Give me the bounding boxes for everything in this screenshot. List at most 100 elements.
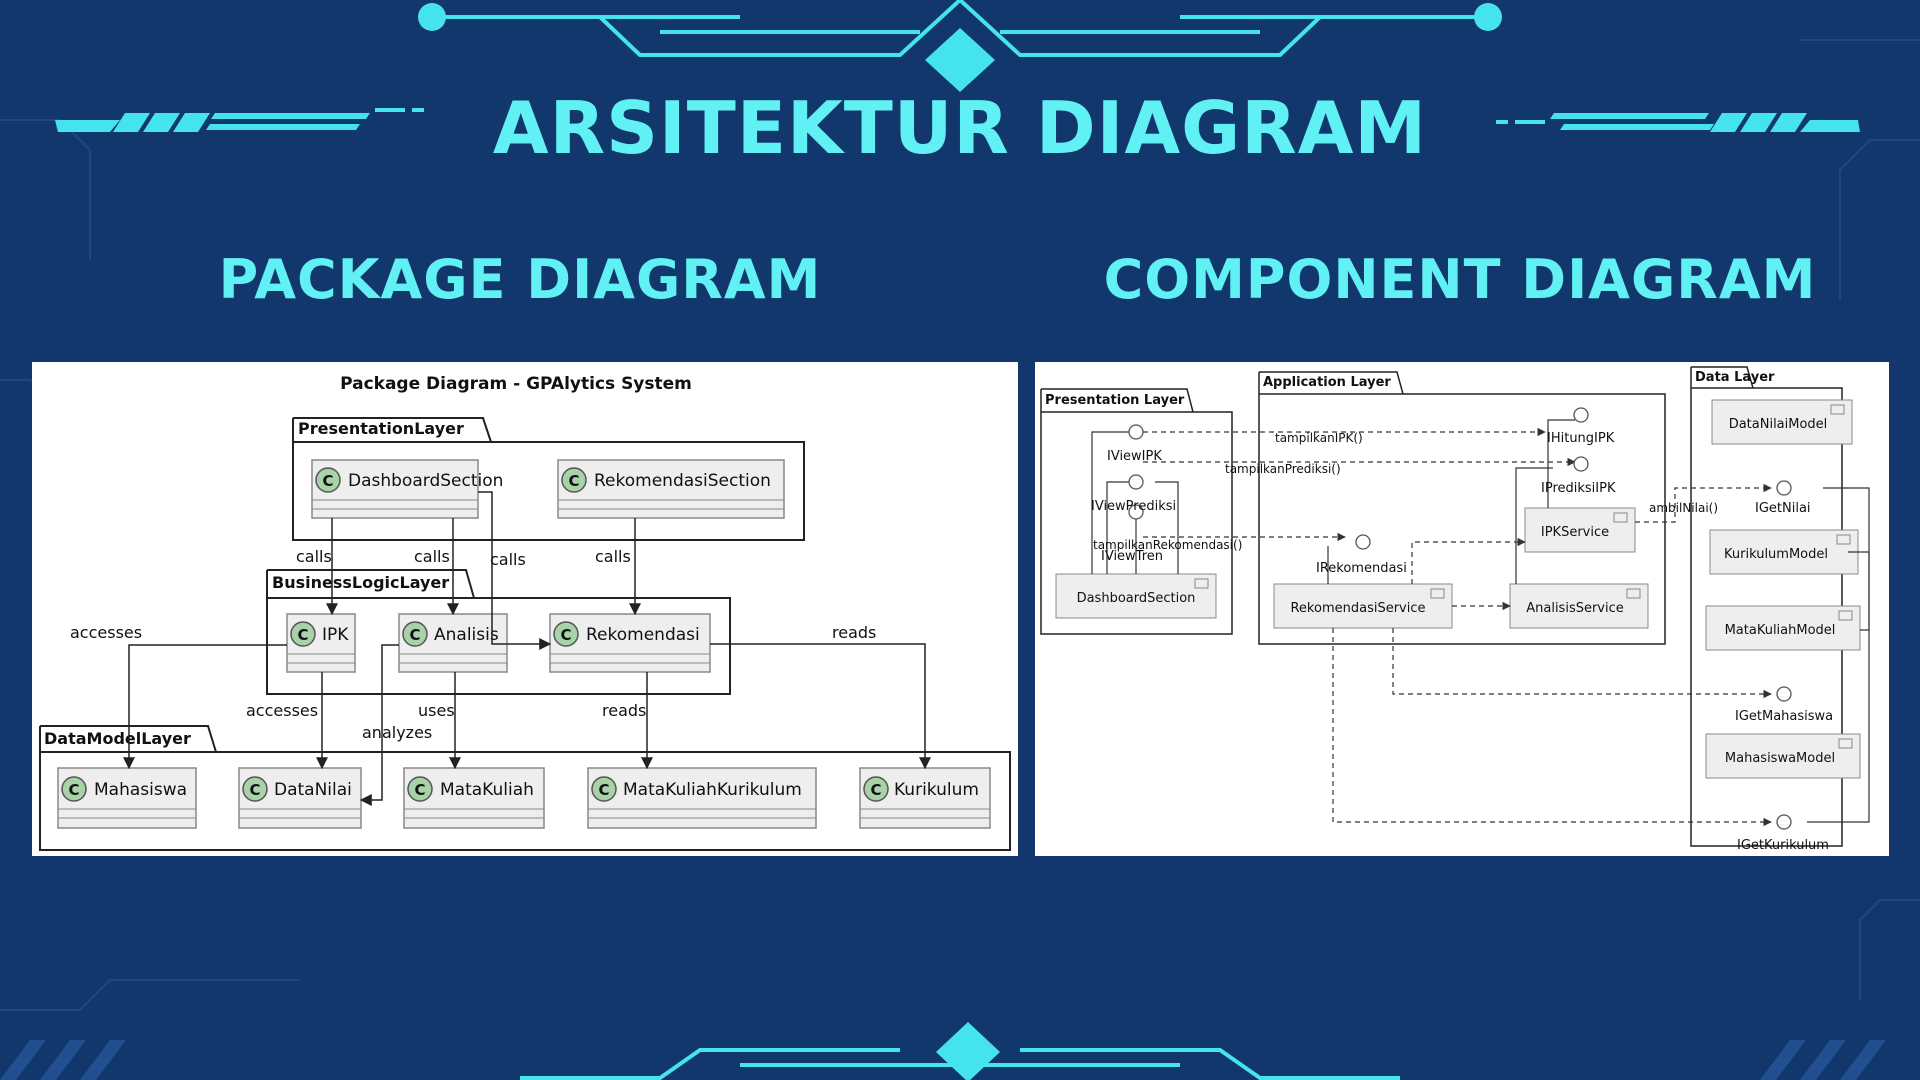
component-dependencies [1143,427,1772,827]
page-title: ARSITEKTUR DIAGRAM [492,86,1428,170]
class-name: MataKuliahKurikulum [623,780,802,800]
connector [1106,481,1135,574]
interface-circle [1128,424,1144,440]
interface-circles [1128,407,1792,830]
circuit-lines [0,39,1920,1011]
component-name: DashboardSection [1077,591,1196,606]
label-calls: calls [595,547,631,566]
package-diagram-title: Package Diagram - GPAlytics System [340,374,692,394]
package-label: Application Layer [1263,375,1391,390]
package-label: Data Layer [1695,370,1775,385]
component-analisis-service: AnalisisService [1509,583,1649,629]
interface-circle [1355,534,1371,550]
connector [1807,487,1870,823]
svg-text:C: C [297,626,308,644]
component-diagram: Presentation Layer Application Layer Dat… [1040,366,1870,853]
label-accesses: accesses [246,701,318,720]
package-business-logic-layer: BusinessLogicLayer [266,569,731,695]
package-label: Presentation Layer [1045,393,1185,408]
class-analisis: C Analisis [398,613,508,673]
class-icon [561,467,587,493]
class-rekomendasi-section: C RekomendasiSection [557,459,785,519]
class-icon [407,776,433,802]
component-diagram-heading: COMPONENT DIAGRAM [1103,248,1817,311]
label-analyzes: analyzes [362,723,432,742]
dependency-labels: tampilkanIPK() tampilkanPrediksi() tampi… [1093,431,1718,552]
class-icon [863,776,889,802]
class-name: IPK [322,625,349,645]
relation-calls-rekomendasi [478,491,552,650]
class-name: Kurikulum [894,780,979,800]
component-name: MataKuliahModel [1725,623,1836,638]
connector [1155,481,1179,574]
dependency-service [1411,537,1526,584]
label-calls: calls [414,547,450,566]
component-datanilai-model: DataNilaiModel [1711,399,1853,445]
class-name: DashboardSection [348,471,503,491]
component-name: KurikulumModel [1724,547,1828,562]
class-name: Analisis [434,625,499,645]
interface-label: IGetKurikulum [1737,838,1829,853]
label-uses: uses [418,701,455,720]
connector [1515,467,1553,584]
component-kurikulum-model: KurikulumModel [1709,529,1859,575]
class-icon [242,776,268,802]
component-name: AnalisisService [1526,601,1624,616]
dependency-label: ambilNilai() [1649,501,1718,515]
interface-label: IPrediksiIPK [1541,481,1616,496]
interface-circle [1573,456,1589,472]
class-datanilai: C DataNilai [238,767,362,829]
component-diagram-panel: Presentation Layer Application Layer Dat… [1035,362,1889,856]
svg-text:C: C [409,626,420,644]
class-name: MataKuliah [440,780,534,800]
class-rekomendasi: C Rekomendasi [549,613,711,673]
component-ipk-service: IPKService [1524,507,1636,553]
class-icon [315,467,341,493]
label-reads: reads [832,623,876,642]
svg-text:C: C [598,781,609,799]
top-diamond [925,28,995,92]
interface-label: IGetNilai [1755,501,1811,516]
class-matakuliahkurikulum: C MataKuliahKurikulum [587,767,817,829]
dependency-label: tampilkanPrediksi() [1225,462,1341,476]
svg-text:C: C [68,781,79,799]
relation-accesses-mahasiswa [123,644,287,770]
class-ipk: C IPK [286,613,356,673]
component-name: RekomendasiService [1290,601,1425,616]
top-right-node [1474,3,1502,31]
component-connectors [1091,419,1870,823]
label-accesses: accesses [70,623,142,642]
class-icon [61,776,87,802]
connector [1091,431,1136,574]
dependency-ambil-nilai [1635,483,1772,523]
relation-analyzes-datanilai [359,644,399,806]
class-icon [402,621,428,647]
class-dashboard-section: C DashboardSection [311,459,503,519]
class-kurikulum: C Kurikulum [859,767,991,829]
svg-text:C: C [568,472,579,490]
interface-label: IHitungIPK [1547,431,1615,446]
package-diagram-panel: Package Diagram - GPAlytics System Prese… [32,362,1018,856]
class-icon [553,621,579,647]
svg-text:C: C [249,781,260,799]
class-name: Rekomendasi [586,625,700,645]
class-icon [591,776,617,802]
interface-label: IViewTren [1101,549,1163,564]
dependency-get-kurikulum [1332,628,1772,827]
component-rekomendasi-service: RekomendasiService [1273,583,1453,629]
interface-circle [1776,480,1792,496]
dependency-label: tampilkanIPK() [1275,431,1363,445]
component-name: MahasiswaModel [1725,751,1835,766]
package-label: DataModelLayer [44,729,191,748]
interface-label: IRekomendasi [1316,561,1407,576]
svg-text:C: C [560,626,571,644]
interface-circle [1128,504,1144,520]
label-calls: calls [296,547,332,566]
relation-labels: calls calls calls calls accesses accesse… [70,547,876,742]
bottom-diamond [936,1022,1000,1080]
label-reads: reads [602,701,646,720]
package-presentation-layer: PresentationLayer [292,417,805,541]
component-dashboard-section: DashboardSection [1055,573,1217,619]
dependency-get-mahasiswa [1392,628,1772,699]
